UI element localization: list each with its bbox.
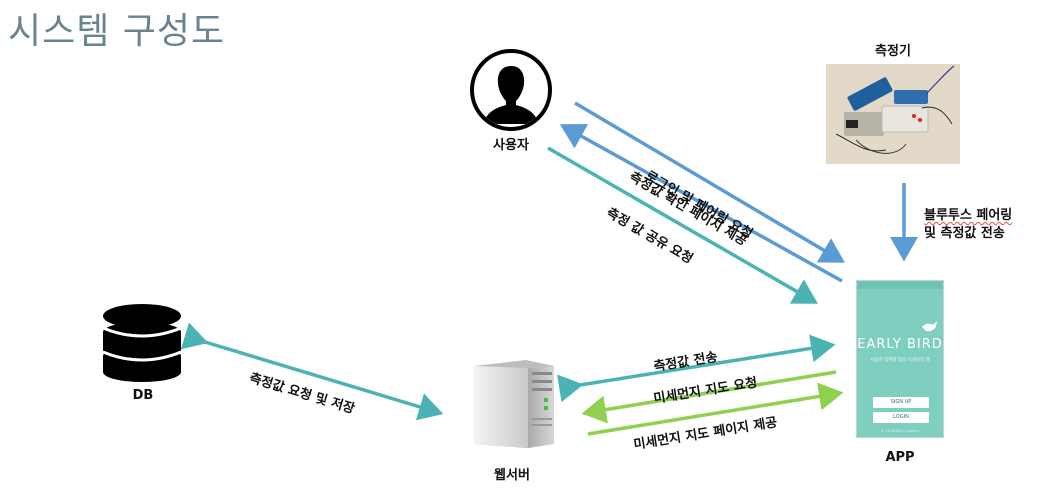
sign-up-button[interactable]: SIGN UP [873,397,929,408]
app-screen: EARLY BIRD 사용자 참여형 협조 미세먼지 앱 SIGN UP LOG… [856,280,944,438]
bird-icon [922,321,937,332]
label-bt-line2: 및 측정값 전송 [924,226,1005,241]
label-bt-line1: 블루투스 페어링 [924,208,1013,223]
arrow-value-page [559,123,843,283]
diagram-title: 시스템 구성도 [8,11,226,52]
arrow-dust-map-page [587,382,844,436]
arrow-db-server [180,322,444,421]
server-icon [474,360,554,448]
login-button[interactable]: LOGIN [873,412,929,423]
device-label: 측정기 [875,44,911,59]
user-icon [470,49,552,131]
app-tagline: 사용자 참여형 협조 미세먼지 앱 [870,358,930,363]
device-photo [826,64,960,164]
arrow-share-request [547,146,819,304]
arrow-dust-map-request [581,370,837,424]
status-bar [857,281,943,289]
app-brand: EARLY BIRD [857,337,943,352]
web-server-label: 웹서버 [494,468,530,483]
app-footer: © 2018 Kitty_Insiders [880,429,920,433]
db-label: DB [132,388,154,403]
app-label: APP [885,450,915,465]
user-label: 사용자 [493,138,529,153]
arrow-value-send [557,334,836,403]
arrow-login-pairing [574,101,846,263]
database-icon [102,304,182,382]
